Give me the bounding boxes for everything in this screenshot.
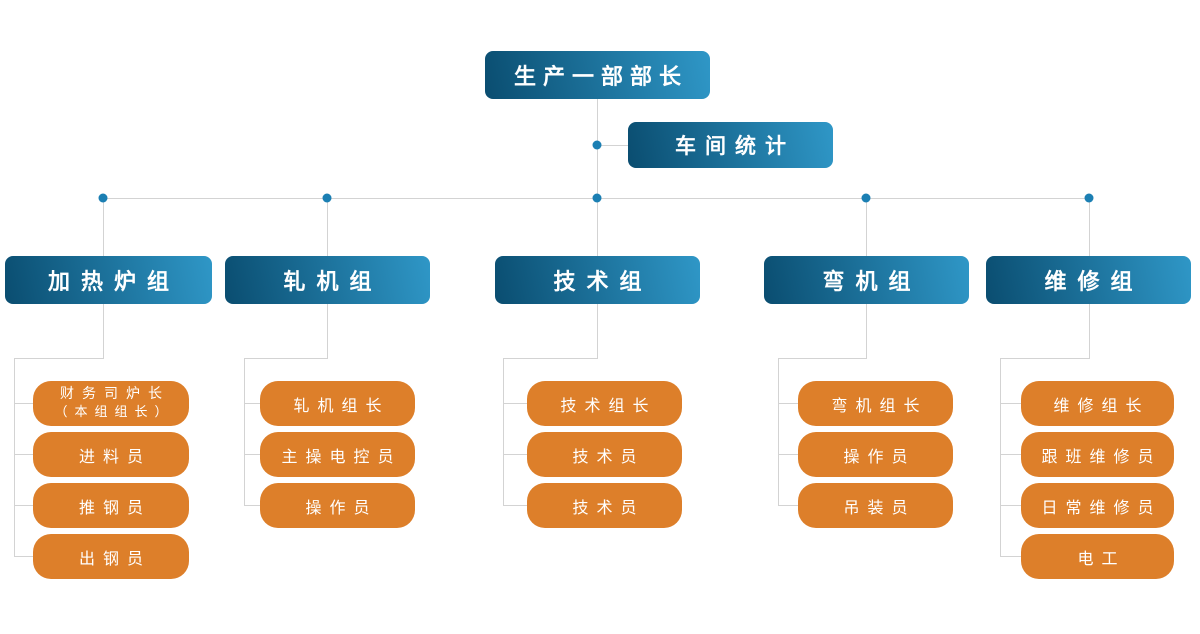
connector-line [244,358,328,359]
role-label: 技术员 [572,497,645,517]
org-node-role: 维修组长 [1021,381,1174,426]
connector-line [244,505,260,506]
org-node-label: 加热炉组 [47,270,180,295]
org-node-role: 财务司炉长 （本组组长） [33,381,189,426]
org-node-label: 技术组 [553,270,653,295]
role-label: 操作员 [843,446,916,466]
connector-line [14,505,33,506]
junction-dot [592,140,602,150]
org-node-role: 技术员 [527,432,682,477]
connector-line [1000,556,1021,557]
org-node-label: 维修组 [1044,270,1144,295]
junction-dot [592,193,602,203]
org-node-label: 弯机组 [822,270,922,295]
connector-line [778,358,779,506]
connector-line [103,198,104,256]
role-label: 吊装员 [843,497,916,517]
role-label: 技术员 [572,446,645,466]
connector-line [503,505,527,506]
role-label: 出钢员 [78,548,151,568]
org-node-role: 电工 [1021,534,1174,579]
connector-line [778,403,798,404]
connector-line [778,358,867,359]
connector-line [778,454,798,455]
org-node-role: 技术组长 [527,381,682,426]
connector-line [503,403,527,404]
connector-line [1089,198,1090,256]
org-node-role: 吊装员 [798,483,953,528]
connector-line [778,505,798,506]
connector-line [503,358,504,506]
org-node-label: 生产一部部长 [513,65,688,90]
connector-line [1000,454,1021,455]
org-node-label: 车间统计 [675,134,795,158]
connector-line [244,358,245,506]
org-node-role: 出钢员 [33,534,189,579]
junction-dot [322,193,332,203]
org-node-group-bending: 弯机组 [764,256,969,304]
org-node-group-maintenance: 维修组 [986,256,1191,304]
role-label: 日常维修员 [1041,497,1162,517]
org-node-role: 主操电控员 [260,432,415,477]
connector-line [14,358,15,557]
junction-dot [98,193,108,203]
connector-line [14,358,104,359]
role-label: 进料员 [78,446,151,466]
connector-line [14,454,33,455]
connector-line [1089,303,1090,358]
connector-line [597,99,598,256]
connector-line [503,358,598,359]
org-node-role: 日常维修员 [1021,483,1174,528]
role-label: 财务司炉长 [60,386,170,403]
connector-line [1000,358,1090,359]
connector-line [597,145,628,146]
connector-line [14,556,33,557]
connector-line [244,403,260,404]
org-node-label: 轧机组 [283,270,383,295]
connector-line [1000,505,1021,506]
org-node-group-rolling: 轧机组 [225,256,430,304]
junction-dot [861,193,871,203]
org-node-role: 操作员 [798,432,953,477]
connector-line [597,303,598,358]
role-label: 轧机组长 [293,395,390,415]
connector-line [866,303,867,358]
role-label: 弯机组长 [831,395,928,415]
role-label: 电工 [1077,548,1126,568]
org-node-root: 生产一部部长 [485,51,710,99]
connector-line [14,403,33,404]
connector-line [244,454,260,455]
junction-dot [1084,193,1094,203]
connector-line [103,303,104,358]
org-node-role: 进料员 [33,432,189,477]
connector-line [503,454,527,455]
role-sub-label: （本组组长） [54,405,175,421]
org-node-role: 推钢员 [33,483,189,528]
role-label: 技术组长 [560,395,657,415]
org-node-role: 操作员 [260,483,415,528]
connector-line [866,198,867,256]
org-node-group-heating: 加热炉组 [5,256,212,304]
org-node-role: 技术员 [527,483,682,528]
role-label: 操作员 [305,497,378,517]
connector-line [1000,358,1001,557]
org-node-role: 弯机组长 [798,381,953,426]
org-node-role: 跟班维修员 [1021,432,1174,477]
org-node-assistant: 车间统计 [628,122,833,168]
connector-line [1000,403,1021,404]
connector-line [327,198,328,256]
role-label: 跟班维修员 [1041,446,1162,466]
org-node-role: 轧机组长 [260,381,415,426]
role-label: 主操电控员 [281,446,402,466]
role-label: 维修组长 [1053,395,1150,415]
org-node-group-technology: 技术组 [495,256,700,304]
connector-line [327,303,328,358]
role-label: 推钢员 [78,497,151,517]
